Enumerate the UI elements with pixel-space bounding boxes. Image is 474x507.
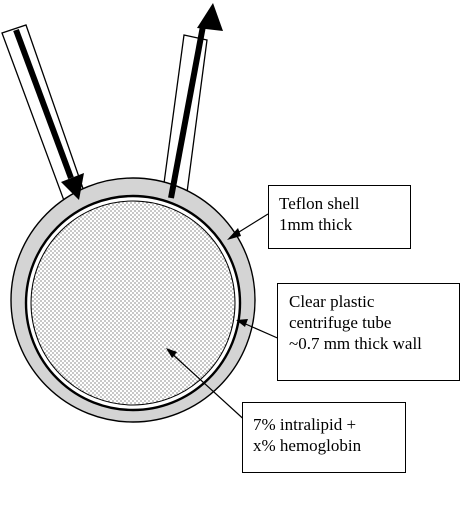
centrifuge-tube-label-line-1: Clear plastic: [289, 292, 375, 311]
contents-label-line-2: x% hemoglobin: [253, 436, 362, 455]
contents-label: 7% intralipid + x% hemoglobin: [242, 402, 406, 473]
intralipid-contents: [30, 200, 236, 406]
shell-leader-line: [227, 213, 269, 240]
tube-leader-line: [236, 319, 283, 341]
centrifuge-tube-label: Clear plastic centrifuge tube ~0.7 mm th…: [277, 283, 460, 381]
teflon-shell-label-line-2: 1mm thick: [279, 215, 353, 234]
teflon-shell-label-line-1: Teflon shell: [279, 194, 360, 213]
flow-out-arrow: [168, 3, 223, 199]
contents-label-line-1: 7% intralipid +: [253, 415, 357, 434]
teflon-shell-label: Teflon shell 1mm thick: [268, 185, 411, 249]
flow-in-arrow: [13, 28, 84, 200]
contents-leader-line: [166, 348, 250, 425]
centrifuge-tube-label-line-2: centrifuge tube: [289, 313, 392, 332]
centrifuge-tube-label-line-3: ~0.7 mm thick wall: [289, 334, 422, 353]
